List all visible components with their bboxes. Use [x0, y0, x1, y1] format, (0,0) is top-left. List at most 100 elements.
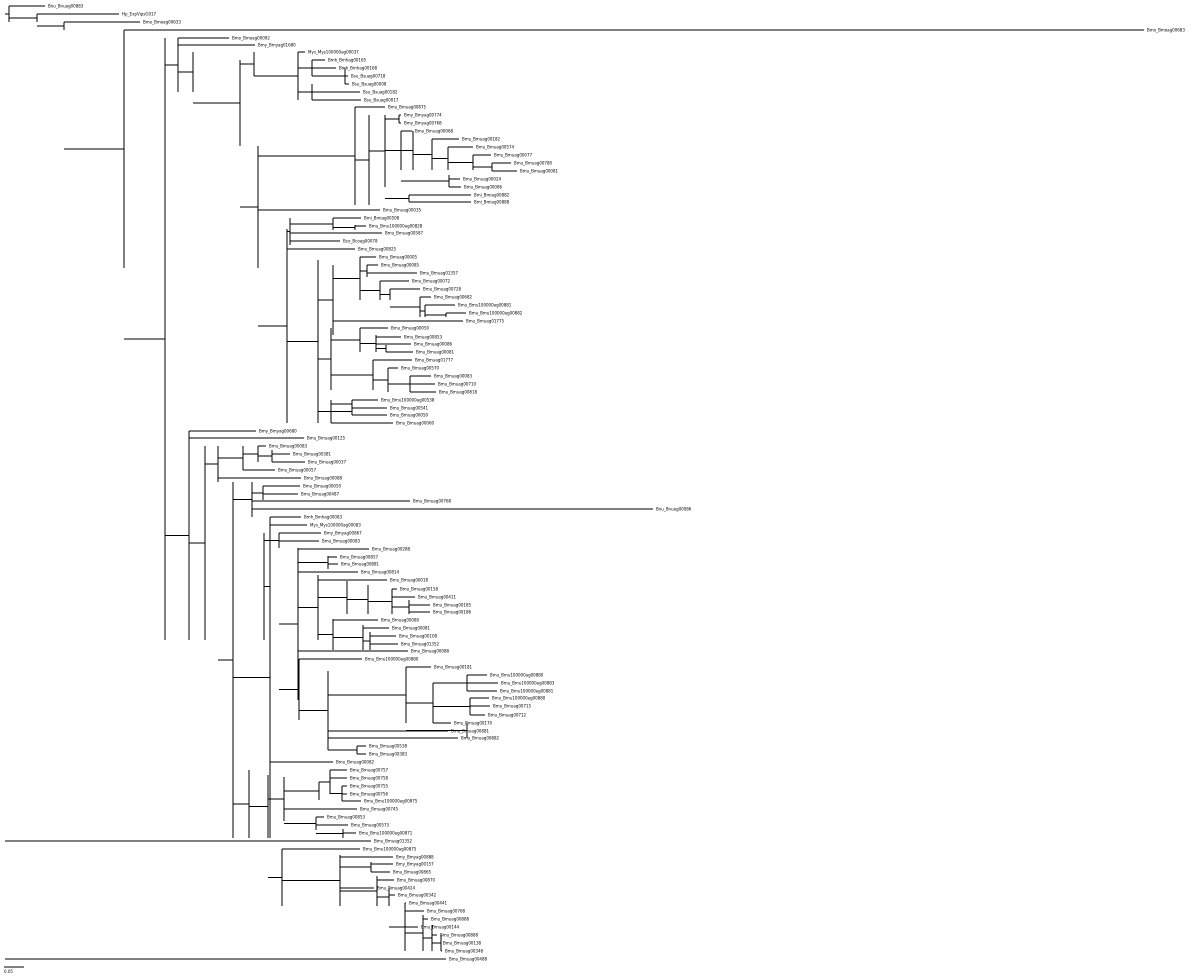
tip-label: Bmu_Bmuag00780: [514, 161, 553, 166]
tip-label: Bmu_Bmuag00068: [415, 129, 454, 134]
tip-label: Bmu_Bmuag01777: [415, 358, 454, 363]
tip-label: Bmu_Bmuag00083: [269, 444, 308, 449]
tip-label: Bmy_Bmyag00680: [259, 429, 297, 434]
tip-label: Bmu_Bmuag00424: [377, 886, 416, 891]
tip-label: Bmo_Bmoag00633: [143, 20, 181, 25]
tip-label: Bmu_Bmuag00865: [393, 870, 432, 875]
tip-label: Bmu_Bmuag00853: [404, 335, 443, 340]
tip-label: Bmu_Bmuag00081: [416, 350, 455, 355]
tip-label: Bsu_Bsuag00718: [351, 74, 386, 79]
tip-label: Bnu_Bnuag00086: [656, 507, 692, 512]
tip-label: Bmu_Bmuag00024: [463, 177, 502, 182]
tip-label: Bmu_Bmuag00383: [369, 752, 408, 757]
tip-label: Bmu_Bmuag00005: [379, 255, 418, 260]
tip-label: Bmu_Bmuag00768: [413, 499, 452, 504]
tip-label: Bmu_Bmuag00888: [431, 917, 470, 922]
tip-label: Bmu_Bmuag00411: [418, 595, 457, 600]
tip-label: Bmu_Bmuag00035: [383, 208, 422, 213]
tip-label: Bmu_Bmuag00085: [381, 263, 420, 268]
tip-label: Bmu_Bmuag00682: [434, 295, 473, 300]
tip-label: Bmu_Bmuag00715: [493, 704, 532, 709]
tip-label: Bmu_Bmuag00037: [308, 460, 347, 465]
tip-label: Bmu_Bmuag00710: [438, 382, 477, 387]
tip-label: Bmu_Bmuag00060: [396, 421, 435, 426]
tip-label: Bmu_Bmuag00857: [340, 555, 379, 560]
tip-label: Bmu_Bmuag00882: [461, 736, 500, 741]
tip-label: Bmu_Bmuag00728: [423, 287, 462, 292]
tip-label: Bmu_Bmuag00170: [454, 721, 493, 726]
tip-label: Bmu_Bmuag00081: [520, 169, 559, 174]
tip-label: Bmi_Bmiag00882: [474, 193, 510, 198]
tip-label: Bmu_Bmu100000ag00881: [500, 689, 554, 694]
tip-label: Bmu_Bmuag00086: [464, 185, 503, 190]
tip-label: Bmu_Bmuag00144: [421, 925, 460, 930]
tip-label: Bmu_Bmu100000ag00882: [469, 311, 523, 316]
tip-label: Bmu_Bmuag00182: [462, 137, 501, 142]
tip-label: Bmu_Bmuag00381: [293, 452, 332, 457]
tip-label: Bmo_Bmoag00092: [232, 36, 270, 41]
tip-label: Bmu_Bmuag00158: [400, 587, 439, 592]
tip-label: Bmu_Bmuag00050: [390, 413, 429, 418]
tip-label: Bmu_Bmu100000ag00881: [458, 303, 512, 308]
tip-label: Bmy_Bmyag00774: [404, 113, 442, 118]
tip-label: Bmu_Bmuag00818: [439, 390, 478, 395]
tip-label: Bmu_Bmuag00077: [494, 153, 533, 158]
tip-label: Bmu_Bmuag01352: [401, 642, 440, 647]
tip-label: Bmh_Bmhag00083: [304, 515, 343, 520]
tip-label: Bmu_Bmu100000ag00871: [359, 831, 413, 836]
tip-label: Bmu_Bmuag00050: [391, 326, 430, 331]
tip-labels: Bnu_Bnuag00883Hp_ExpVipsG017Bmo_Bmoag006…: [48, 4, 1185, 962]
tip-label: Bmu_Bmuag00768: [427, 909, 466, 914]
tip-label: Bmu_Bmuag00570: [401, 366, 440, 371]
tip-label: Bsu_Bsuag00008: [352, 82, 387, 87]
tip-label: Bmu_Bmuag00348: [445, 949, 484, 954]
tip-label: Bmu_Bmuag00342: [398, 893, 437, 898]
tip-label: Bmu_Bmuag00755: [350, 784, 389, 789]
tip-label: Bmu_Bmuag00441: [409, 901, 448, 906]
tip-label: Bmu_Bmuag00870: [397, 878, 436, 883]
tip-label: Bmu_Bmuag00756: [350, 792, 389, 797]
tip-label: Bmu_Bmu100000ag00875: [364, 799, 418, 804]
tip-label: Bmu_Bmuag00086: [414, 342, 453, 347]
tip-label: Bmu_Bmu100000ag00880: [365, 657, 419, 662]
tip-label: Bmu_Bmuag01357: [420, 271, 459, 276]
tip-label: Bmu_Bmuag00018: [390, 578, 429, 583]
tip-label: Bmy_Bmyag00157: [396, 862, 434, 867]
tip-label: Bmu_Bmuag00488: [449, 957, 488, 962]
tip-label: Bmu_Bmuag00088: [304, 476, 343, 481]
tip-label: Bmu_Bmuag00083: [322, 539, 361, 544]
tip-label: Bmy_Bmyag00768: [404, 121, 442, 126]
scale-bar: 0.05: [4, 966, 24, 974]
tip-label: Bmu_Bmuag00072: [412, 279, 451, 284]
tip-label: Bmu_Bmuag00541: [390, 406, 429, 411]
tip-label: Bmu_Bmuag00881: [341, 562, 380, 567]
tip-label: Bmu_Bmuag00712: [488, 713, 527, 718]
tip-label: Bmu_Bmuag00757: [350, 768, 389, 773]
tip-label: Bmu_Bmuag01352: [374, 839, 413, 844]
tip-label: Hp_ExpVipsG017: [122, 12, 157, 17]
tip-label: Bmu_Bmuag00082: [336, 760, 375, 765]
tip-label: Bmu_Bmu100000ag00880: [490, 673, 544, 678]
tip-label: Bmu_Bmuag00080: [381, 618, 420, 623]
tip-label: Bmu_Bmuag01775: [466, 319, 505, 324]
tip-label: Bmh_Bmhag00165: [328, 58, 367, 63]
tip-label: Bmu_Bmuag00057: [278, 468, 317, 473]
tip-label: Bmu_Bmuag00853: [327, 815, 366, 820]
tip-label: Mys_Mys100000ag00083: [310, 523, 361, 528]
tip-label: Bmu_Bmuag00745: [360, 807, 399, 812]
tip-label: Bmu_Bmuag00825: [358, 247, 397, 252]
tip-label: Bmu_Bmuag00758: [350, 776, 389, 781]
tip-label: Bmu_Bmuag00050: [303, 484, 342, 489]
tip-label: Bmu_Bmu100000ag00828: [369, 224, 423, 229]
tip-label: Bmi_Bmiag00888: [474, 200, 510, 205]
tree-branches: [5, 5, 1144, 960]
tip-label: Bmu_Bmuag00875: [388, 105, 427, 110]
tip-label: Bmu_Bmuag00185: [433, 603, 472, 608]
tip-label: Bmu_Bmuag00573: [351, 823, 390, 828]
tip-label: Bmh_Bmhag00168: [339, 66, 378, 71]
tip-label: Bmu_Bmuag00186: [433, 610, 472, 615]
tip-label: Bmu_Bmuag00108: [399, 634, 438, 639]
tip-label: Bmu_Bmuag00587: [385, 231, 424, 236]
tip-label: Bmu_Bmuag00814: [361, 570, 400, 575]
tip-label: Bmu_Bmuag00888: [440, 933, 479, 938]
